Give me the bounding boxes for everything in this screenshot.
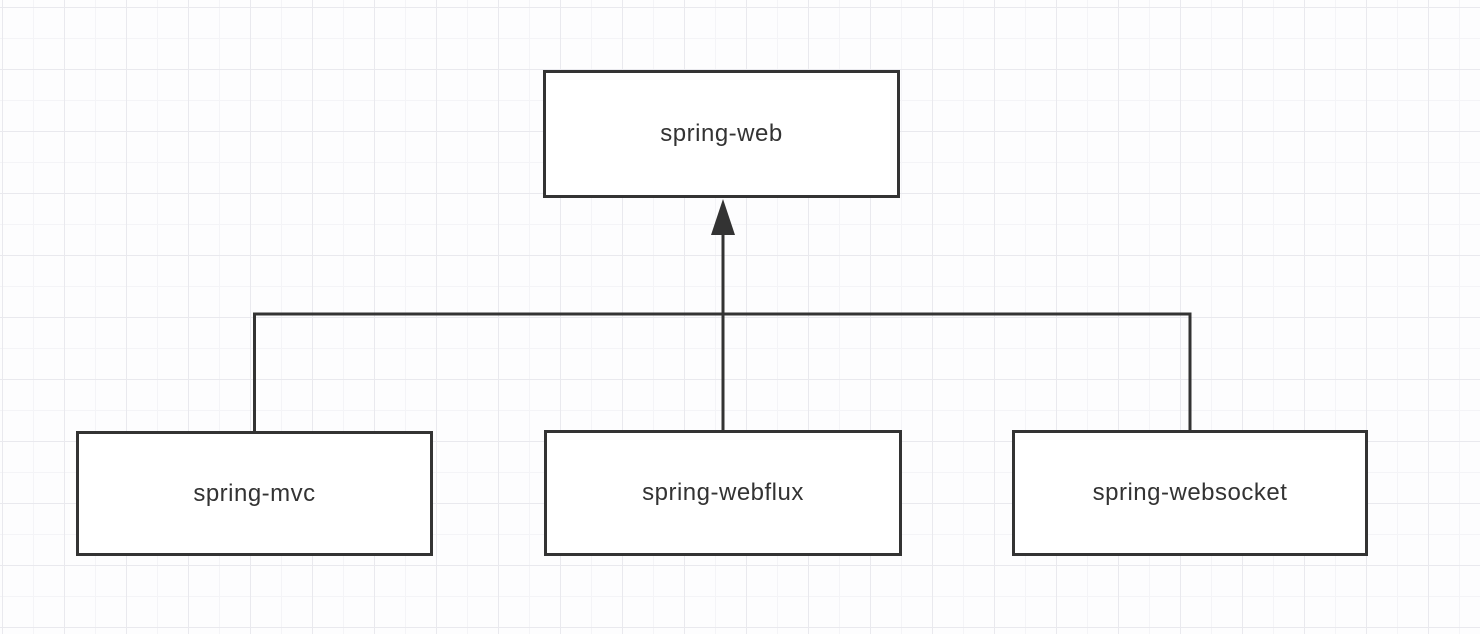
node-label: spring-mvc bbox=[193, 479, 316, 507]
node-label: spring-webflux bbox=[642, 479, 804, 506]
node-spring-web[interactable]: spring-web bbox=[543, 70, 900, 198]
node-label: spring-web bbox=[660, 120, 783, 147]
node-spring-webflux[interactable]: spring-webflux bbox=[544, 430, 902, 556]
edge-arrowhead-icon bbox=[711, 199, 735, 235]
node-spring-mvc[interactable]: spring-mvc bbox=[76, 431, 433, 556]
node-label: spring-websocket bbox=[1092, 479, 1288, 506]
node-spring-websocket[interactable]: spring-websocket bbox=[1012, 430, 1368, 556]
